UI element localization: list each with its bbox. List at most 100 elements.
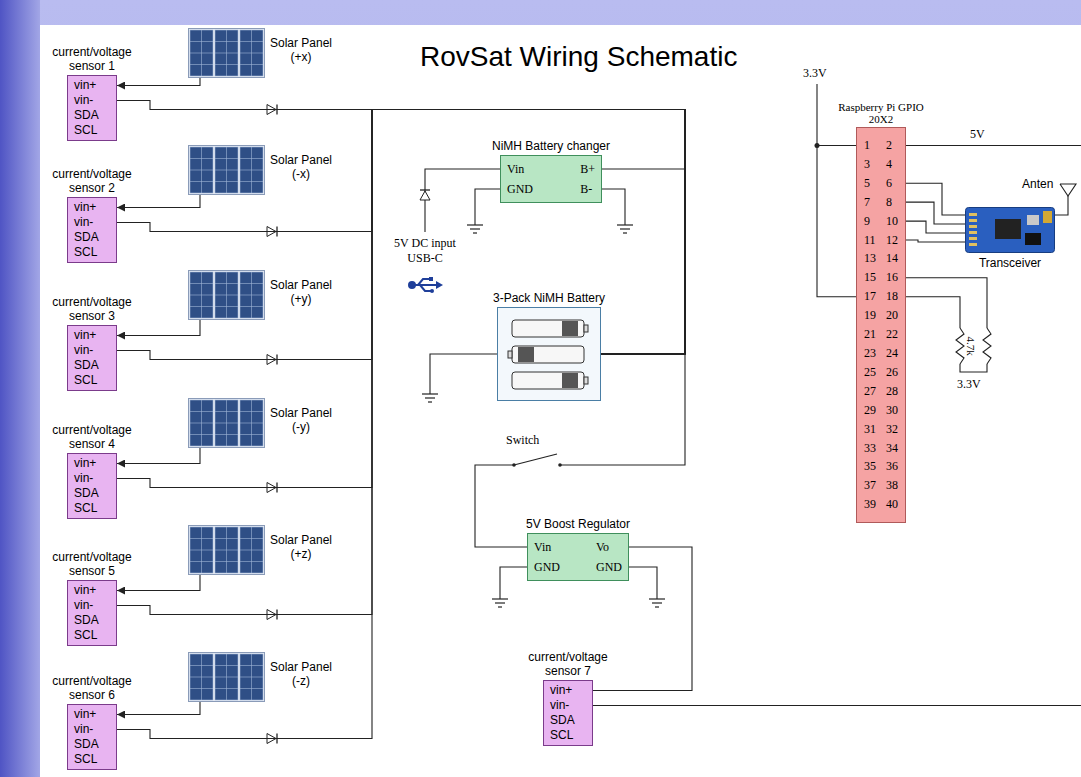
wire-label: 3.3V (803, 66, 827, 80)
cell-line (190, 295, 213, 296)
panel-label: Solar Panel (-y) (265, 398, 337, 434)
wire-connector (593, 547, 692, 691)
pin-pad (969, 225, 977, 228)
cell-line (215, 41, 238, 42)
solar-panel-picture (188, 270, 265, 320)
pin-pad (969, 243, 977, 246)
pin-pad (969, 219, 977, 222)
pin-name: SDA (74, 613, 110, 628)
diode-bar (420, 189, 430, 190)
wire-label: 5V DC input USB-C (386, 236, 464, 266)
battery-cell (512, 346, 584, 363)
ground-symbol (492, 599, 508, 607)
pin-number: 24 (886, 344, 898, 363)
wire-connector (117, 320, 200, 336)
cell-line (190, 538, 213, 539)
pin-number: 6 (886, 174, 898, 193)
solar-panel: Solar Panel (+z) (188, 525, 337, 575)
cell-line (240, 411, 263, 412)
cell-line (240, 306, 263, 307)
current-sensor-box: current/voltage sensor 2vin+vin-SDASCL (67, 197, 117, 263)
panel-frame (189, 653, 265, 702)
cell-line (240, 688, 263, 689)
panel-frame (189, 526, 265, 575)
pin-grid: VinB+GNDB- (507, 159, 595, 199)
pin-name: vin- (74, 343, 110, 358)
panel-label: Solar Panel (+x) (265, 28, 337, 64)
wire (500, 567, 527, 599)
ground-bar (495, 602, 505, 603)
ground-bar (623, 232, 627, 233)
chip (995, 219, 1021, 239)
pin-name: GND (596, 557, 622, 577)
panel-cells (190, 527, 213, 573)
pin-number: 34 (886, 439, 898, 458)
pin-number: 17 (864, 287, 876, 306)
cell-line (215, 64, 238, 65)
pin-name: vin- (550, 698, 586, 713)
transceiver-module: Transceiver (965, 207, 1055, 270)
cell-line (215, 158, 238, 159)
resistor-symbol (956, 328, 964, 364)
panel-cells (215, 147, 238, 193)
pin-number: 15 (864, 268, 876, 287)
pin-name: SDA (74, 358, 110, 373)
pin-name: vin+ (74, 456, 110, 471)
panel-frame (189, 399, 265, 448)
cell-line (240, 665, 263, 666)
cell-line (215, 411, 238, 412)
diagram-title: RovSat Wiring Schematic (420, 40, 737, 74)
pin-name: SCL (74, 373, 110, 388)
pin-grid: 1234567891011121314151617181920212223242… (864, 136, 898, 514)
panel-cells (215, 527, 238, 573)
pin-number: 38 (886, 476, 898, 495)
pin-name: SCL (74, 501, 110, 516)
panel-cells (190, 272, 213, 318)
wire (475, 189, 500, 225)
ground-bar (473, 232, 477, 233)
pin-number: 23 (864, 344, 876, 363)
pin-number: 2 (886, 136, 898, 155)
diode-symbol (420, 190, 430, 200)
panel-cells (190, 400, 213, 446)
cell-line (215, 677, 238, 678)
battery-band (518, 347, 534, 362)
current-sensor-box: current/voltage sensor 4vin+vin-SDASCL (67, 453, 117, 519)
pin-number: 37 (864, 476, 876, 495)
panel-cells (240, 400, 263, 446)
pin-number: 26 (886, 363, 898, 382)
junction-dot (815, 143, 820, 148)
battery-band (562, 321, 578, 336)
wire-connector (117, 702, 200, 715)
pin-name: SCL (74, 123, 110, 138)
chip (1025, 233, 1041, 245)
pin-name: B+ (580, 159, 595, 179)
module-heading: NiMH Battery changer (492, 139, 610, 153)
cell-line (190, 677, 213, 678)
pin-number: 31 (864, 420, 876, 439)
cell-line (215, 423, 238, 424)
pin-name: vin+ (74, 328, 110, 343)
pin-name: SCL (74, 752, 110, 767)
pin-name: Vo (596, 537, 622, 557)
pin-number: 27 (864, 382, 876, 401)
battery-band (562, 373, 578, 388)
cell-line (190, 423, 213, 424)
sensor-heading: current/voltage sensor 3 (42, 295, 142, 323)
cell-line (190, 561, 213, 562)
white-panel (40, 25, 1081, 777)
ground-symbol (422, 394, 438, 402)
wire-connector (117, 78, 200, 86)
panel-frame (189, 271, 265, 320)
pin-name: vin+ (550, 683, 586, 698)
wire-connector (117, 110, 685, 615)
wire-connector (906, 240, 965, 242)
ground-bar (620, 228, 630, 229)
cell-line (190, 158, 213, 159)
pin-number: 36 (886, 457, 898, 476)
antenna-symbol (1060, 184, 1076, 196)
connectors (117, 78, 965, 739)
battery-cell (512, 372, 584, 389)
pin-name: vin- (74, 471, 110, 486)
battery-cap (584, 325, 588, 332)
